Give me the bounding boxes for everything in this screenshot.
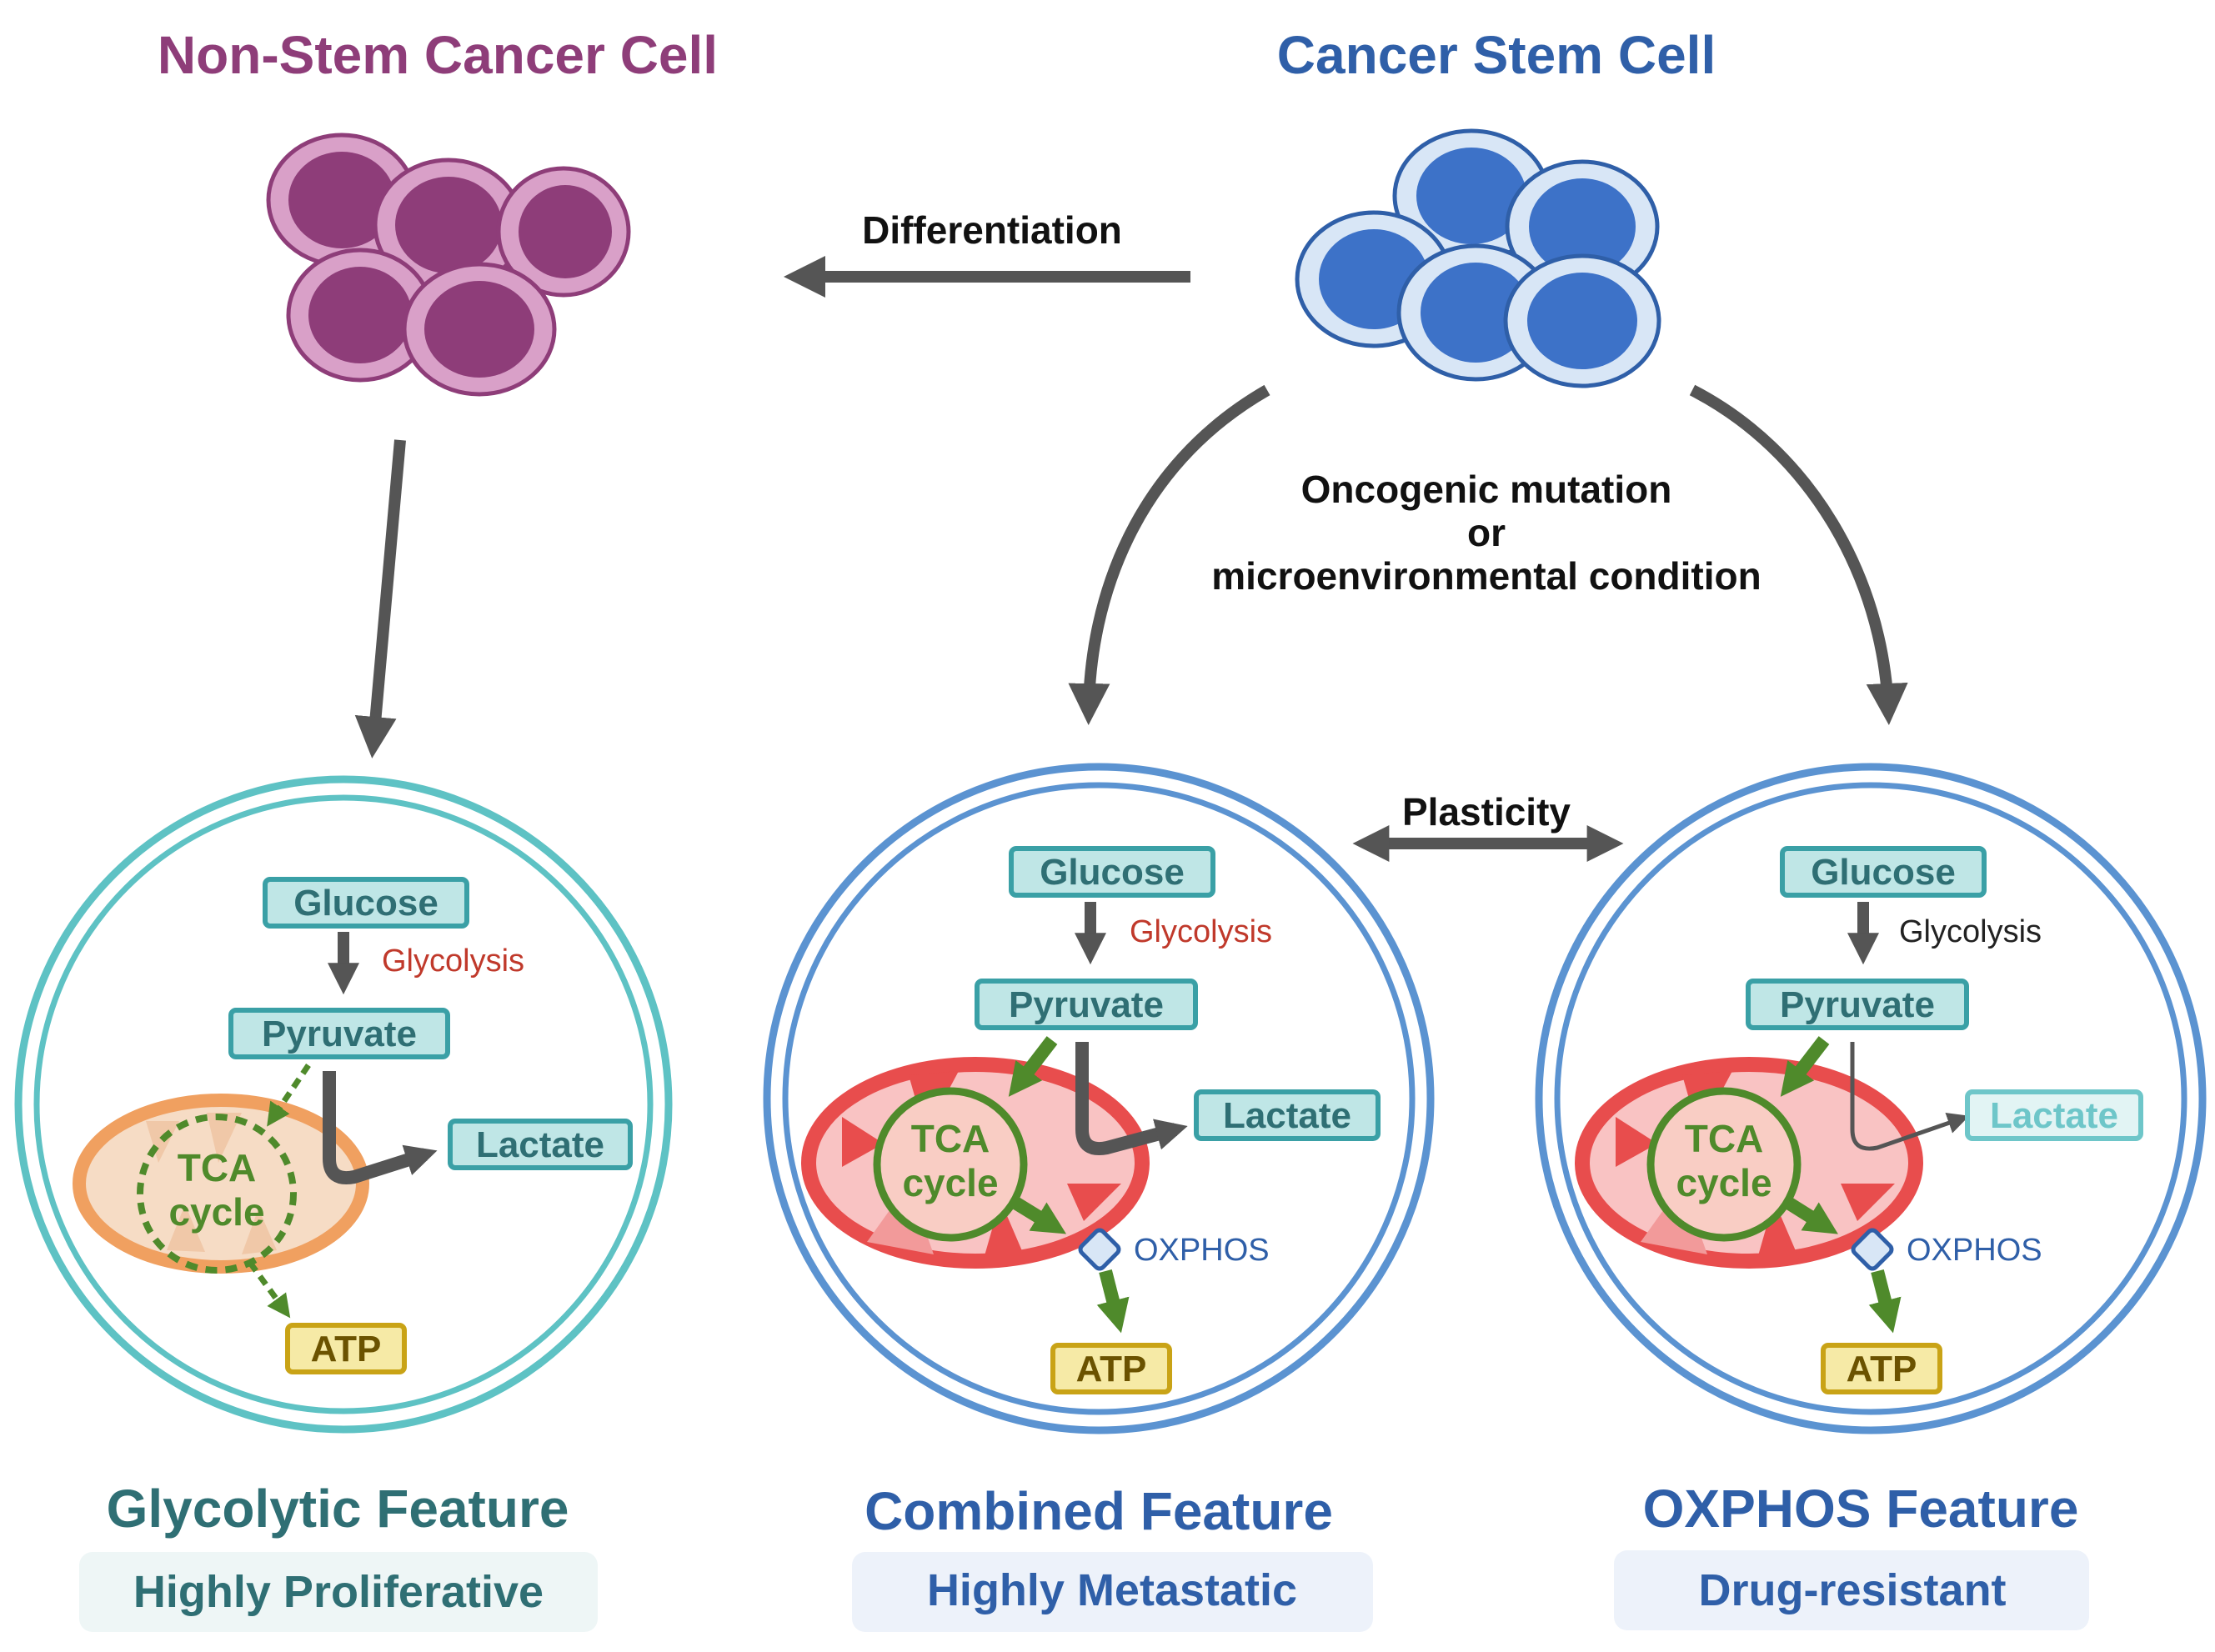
glucose-box: Glucose [263,877,469,929]
atp-label: ATP [1076,1349,1147,1389]
cell-inner-ring [782,782,1416,1415]
lactate-box: Lactate [1965,1089,2143,1141]
glucose-box: Glucose [1009,846,1215,898]
tca-cycle-ring [873,1087,1028,1242]
atp-box: ATP [1050,1343,1172,1394]
cell-outer-ring [1535,763,2207,1434]
stem-left-curve-arrow [1068,384,1270,725]
glycolytic-feature-subtitle: Highly Proliferative [133,1567,544,1617]
glycolysis-label: Glycolysis [1899,914,2042,949]
pyruvate-label: Pyruvate [1780,984,1935,1025]
combined-cell: TCA cycle Glucose Glycolysis Pyruvate La… [763,763,1435,1434]
glucose-box: Glucose [1780,846,1987,898]
pyruvate-label: Pyruvate [1009,984,1164,1025]
tca-label-line1: TCA [1685,1117,1764,1160]
oxphos-label: OXPHOS [1907,1233,2042,1268]
oxphos-feature-subtitle: Drug-resistant [1698,1565,2006,1615]
oxphos-complex-icon [1851,1228,1894,1271]
cell-inner-ring [33,794,654,1414]
cell-inner-ring [1554,782,2187,1415]
glycolytic-feature-title: Glycolytic Feature [107,1479,569,1539]
stem-cell-cluster [1295,128,1661,388]
oxphos-cell: TCA cycle Glucose Glycolysis Pyruvate La… [1535,763,2207,1434]
oxphos-label: OXPHOS [1134,1233,1270,1268]
cell-outer-ring [763,763,1435,1434]
tca-to-atp-arrow [248,1260,291,1319]
stem-cell [1505,159,1660,294]
glycolytic-cell: TCA cycle Glucose Glycolysis Pyruvate La… [14,775,673,1434]
non-stem-cell [286,248,434,383]
glucose-label: Glucose [293,883,438,924]
pyruvate-to-tca-arrow [267,1064,311,1127]
combined-feature-subtitle: Highly Metastatic [927,1565,1297,1615]
tca-label-line2: cycle [1676,1161,1771,1204]
lactate-arrow [1850,1042,1970,1151]
atp-box: ATP [285,1323,407,1374]
condition-line3: microenvironmental condition [1211,554,1761,598]
non-stem-cell [266,133,418,268]
tca-to-oxphos-arrow [1011,1197,1067,1234]
pyruvate-box: Pyruvate [1746,979,1969,1030]
tca-label-line2: cycle [902,1161,998,1204]
stem-title: Cancer Stem Cell [1277,25,1716,85]
plasticity-label: Plasticity [1402,790,1571,834]
stem-cell [1503,253,1661,388]
non-stem-cell [496,166,631,298]
glucose-label: Glucose [1040,852,1185,893]
lactate-box: Lactate [1194,1089,1381,1141]
combined-feature-title: Combined Feature [864,1481,1333,1541]
non-stem-down-arrow [354,439,406,758]
tca-cycle-ring [1646,1087,1802,1242]
cell-outer-ring [14,775,673,1434]
subtitle-band [1614,1550,2089,1630]
differentiation-label: Differentiation [862,208,1122,252]
pyruvate-to-tca-arrow [1008,1036,1058,1097]
non-stem-cell [402,262,557,397]
tca-label-line1: TCA [911,1117,990,1160]
tca-to-oxphos-arrow [1784,1197,1838,1234]
lactate-arrow [323,1071,438,1184]
pyruvate-label: Pyruvate [262,1014,417,1054]
lactate-label: Lactate [1223,1095,1351,1136]
non-stem-cell-cluster [266,133,631,397]
pyruvate-box: Pyruvate [975,979,1198,1030]
condition-line1: Oncogenic mutation [1301,468,1672,511]
atp-label: ATP [311,1329,382,1369]
lactate-label: Lactate [476,1124,604,1165]
lactate-box: Lactate [448,1119,633,1170]
atp-label: ATP [1847,1349,1917,1389]
oxphos-to-atp-arrow [1868,1269,1902,1334]
glucose-label: Glucose [1811,852,1956,893]
condition-line2: or [1467,511,1506,554]
pyruvate-box: Pyruvate [228,1008,450,1059]
subtitle-band [79,1552,598,1632]
oxphos-to-atp-arrow [1096,1269,1130,1334]
oxphos-complex-icon [1078,1228,1121,1271]
pyruvate-to-tca-arrow [1780,1036,1830,1097]
non-stem-cell [373,158,524,293]
tca-label-line1: TCA [178,1146,257,1189]
atp-box: ATP [1821,1343,1942,1394]
glycolysis-label: Glycolysis [1130,914,1272,949]
tca-label-line2: cycle [168,1190,264,1234]
tca-cycle-ring [137,1114,297,1274]
stem-right-curve-arrow [1689,384,1908,725]
lactate-arrow [1075,1042,1188,1155]
lactate-label: Lactate [1990,1095,2118,1136]
non-stem-title: Non-Stem Cancer Cell [158,25,718,85]
glycolysis-label: Glycolysis [382,944,524,979]
oxphos-feature-title: OXPHOS Feature [1643,1479,2079,1539]
subtitle-band [852,1552,1373,1632]
